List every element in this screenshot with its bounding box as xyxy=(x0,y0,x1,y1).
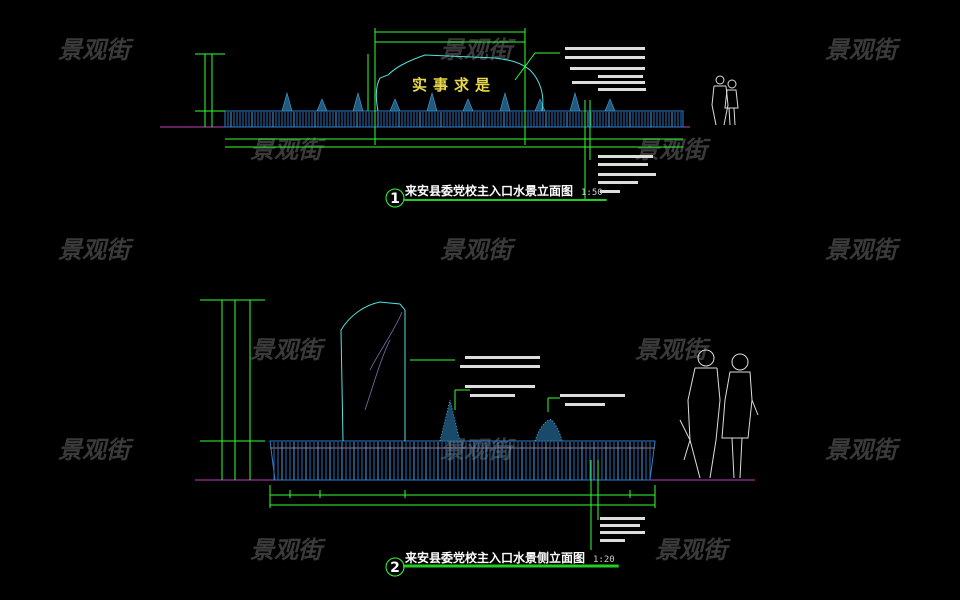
fountain-jet xyxy=(604,98,616,112)
annotation-text-line xyxy=(600,517,645,520)
annotation-text-line xyxy=(598,181,638,184)
watermark: 景观街 xyxy=(250,536,326,564)
dimension-lines xyxy=(195,28,683,200)
watermark: 景观街 xyxy=(825,436,901,464)
annotation-text-line xyxy=(570,67,645,70)
annotation-text-line xyxy=(465,356,540,359)
fountain-jet xyxy=(316,98,328,112)
annotation-text-line xyxy=(600,531,645,534)
watermarks: 景观街景观街景观街景观街景观街景观街景观街景观街景观街景观街景观街景观街景观街景… xyxy=(58,36,901,564)
fountain-jet xyxy=(534,419,563,442)
fountain-jet xyxy=(281,91,293,112)
annotation-text-line xyxy=(460,365,540,368)
watermark: 景观街 xyxy=(250,336,326,364)
annotation-notes xyxy=(565,47,656,193)
annotation-text-line xyxy=(600,190,620,193)
pool-wall xyxy=(224,110,684,128)
annotation-text-line xyxy=(560,394,625,397)
watermark: 景观街 xyxy=(440,236,516,264)
people-figures xyxy=(711,75,739,126)
watermark: 景观街 xyxy=(655,536,731,564)
fountain-jet xyxy=(439,399,461,442)
watermark: 景观街 xyxy=(825,236,901,264)
annotation-text-line xyxy=(565,47,645,50)
fountain-jet xyxy=(352,91,364,112)
annotation-text-line xyxy=(572,81,645,84)
annotation-text-line xyxy=(598,88,646,91)
annotation-text-line xyxy=(465,385,535,388)
annotation-text-line xyxy=(600,539,625,542)
view-scale: 1:20 xyxy=(593,555,615,565)
stone-texture xyxy=(364,311,403,411)
annotation-text-line xyxy=(598,163,648,166)
view-number: 2 xyxy=(390,560,400,576)
watermark: 景观街 xyxy=(58,36,134,64)
stone-outline xyxy=(375,54,544,112)
elevation-1: 实事求是 1 来安县委党校主入口水景立面图 1:50 xyxy=(160,28,739,208)
stone-inscription: 实事求是 xyxy=(412,76,496,94)
dimension-lines xyxy=(200,299,656,550)
fountain-jet xyxy=(534,98,546,112)
watermark: 景观街 xyxy=(58,236,134,264)
fountain-jet xyxy=(426,91,438,112)
view-number-circle xyxy=(385,188,405,208)
watermark: 景观街 xyxy=(250,136,326,164)
annotation-notes xyxy=(460,356,645,542)
fountain-jet xyxy=(389,98,401,112)
watermark: 景观街 xyxy=(635,136,711,164)
watermark: 景观街 xyxy=(58,436,134,464)
watermark: 景观街 xyxy=(825,36,901,64)
fountain-jet xyxy=(499,91,511,112)
annotation-text-line xyxy=(598,75,643,78)
fountain-jets xyxy=(281,91,616,112)
annotation-text-line xyxy=(470,394,515,397)
view-title: 来安县委党校主入口水景立面图 xyxy=(404,183,573,198)
annotation-text-line xyxy=(598,173,656,176)
view-title: 来安县委党校主入口水景侧立面图 xyxy=(404,550,585,565)
pool-fence xyxy=(227,112,682,127)
stone-outline xyxy=(340,301,406,442)
view-number: 1 xyxy=(390,191,400,207)
annotation-text-line xyxy=(600,524,640,527)
annotation-text-line xyxy=(598,155,653,158)
fountain-jet xyxy=(462,98,474,112)
annotation-text-line xyxy=(565,403,605,406)
watermark: 景观街 xyxy=(635,336,711,364)
fountain-jet xyxy=(569,91,581,112)
annotation-text-line xyxy=(565,56,645,59)
people-figures xyxy=(679,349,759,479)
pool-fence xyxy=(273,442,651,480)
elevation-2: 2 来安县委党校主入口水景侧立面图 1:20 xyxy=(195,299,759,577)
view-scale: 1:50 xyxy=(581,188,603,198)
